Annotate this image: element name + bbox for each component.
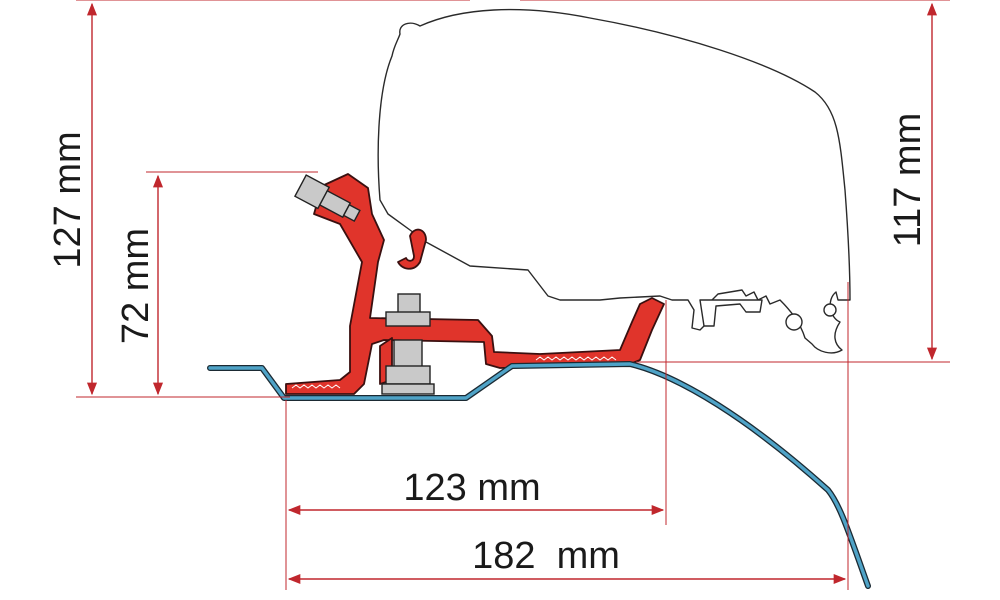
extension-lines — [76, 0, 950, 590]
label-123mm: 123 mm — [403, 467, 540, 509]
upper-bolt-icon — [293, 174, 361, 222]
label-117mm: 117 mm — [887, 113, 929, 247]
label-127mm: 127 mm — [47, 131, 89, 268]
bolt-assembly — [293, 174, 435, 395]
roof-profile — [207, 361, 871, 589]
label-182mm: 182 mm — [472, 535, 620, 577]
awning-housing — [377, 8, 851, 354]
label-72mm: 72 mm — [115, 228, 157, 344]
